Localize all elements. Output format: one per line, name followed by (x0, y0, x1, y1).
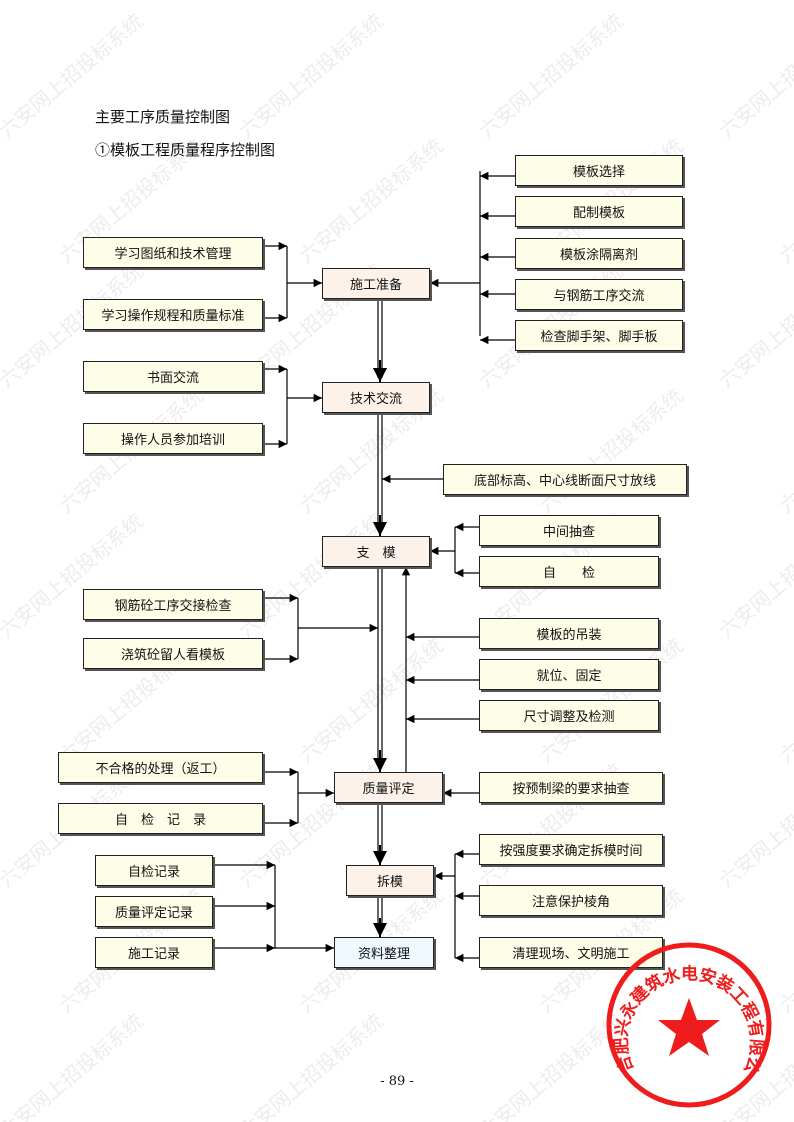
company-seal: 合肥兴永建筑水电安装工程有限公司 (604, 940, 772, 1108)
box-formwork-fabrication: 配制模板 (515, 196, 683, 227)
diagram-title: ①模板工程质量程序控制图 (95, 141, 276, 159)
box-self-check-log: 自检记录 (95, 855, 213, 886)
box-self-check-record: 自 检 记 录 (58, 803, 263, 834)
box-study-procedures: 学习操作规程和质量标准 (83, 299, 263, 330)
box-protect-edges: 注意保护棱角 (479, 885, 663, 916)
step-formwork-erection: 支 模 (322, 536, 430, 567)
box-positioning: 就位、固定 (479, 659, 659, 690)
box-adjust-measure: 尺寸调整及检测 (479, 700, 659, 731)
box-worker-training: 操作人员参加培训 (83, 423, 263, 454)
page-number: - 89 - (380, 1074, 414, 1089)
step-documentation: 资料整理 (334, 937, 434, 968)
box-study-drawings: 学习图纸和技术管理 (83, 237, 263, 268)
step-technical-briefing: 技术交流 (322, 382, 430, 413)
box-spot-check: 按预制梁的要求抽查 (479, 772, 663, 803)
box-release-agent: 模板涂隔离剂 (515, 238, 683, 269)
box-written-briefing: 书面交流 (83, 361, 263, 392)
box-site-cleanup: 清理现场、文明施工 (479, 937, 663, 968)
step-stripping: 拆模 (346, 865, 434, 896)
box-construction-record: 施工记录 (95, 937, 213, 968)
box-midway-check: 中间抽查 (479, 515, 659, 546)
box-formwork-selection: 模板选择 (515, 155, 683, 186)
box-handover-check: 钢筋砼工序交接检查 (83, 589, 263, 620)
box-strip-timing: 按强度要求确定拆模时间 (479, 834, 663, 865)
step-construction-prep: 施工准备 (322, 268, 430, 299)
box-rebar-coordination: 与钢筋工序交流 (515, 279, 683, 310)
box-scaffold-check: 检查脚手架、脚手板 (515, 320, 683, 351)
page-heading: 主要工序质量控制图 (95, 108, 231, 126)
box-self-check: 自 检 (479, 556, 659, 587)
box-quality-record: 质量评定记录 (95, 896, 213, 927)
box-nonconformance: 不合格的处理（返工） (58, 752, 263, 783)
box-hoisting: 模板的吊装 (479, 618, 659, 649)
box-pour-watch: 浇筑砼留人看模板 (83, 638, 263, 669)
step-quality-assessment: 质量评定 (334, 772, 443, 803)
box-layout-lines: 底部标高、中心线断面尺寸放线 (443, 464, 687, 495)
